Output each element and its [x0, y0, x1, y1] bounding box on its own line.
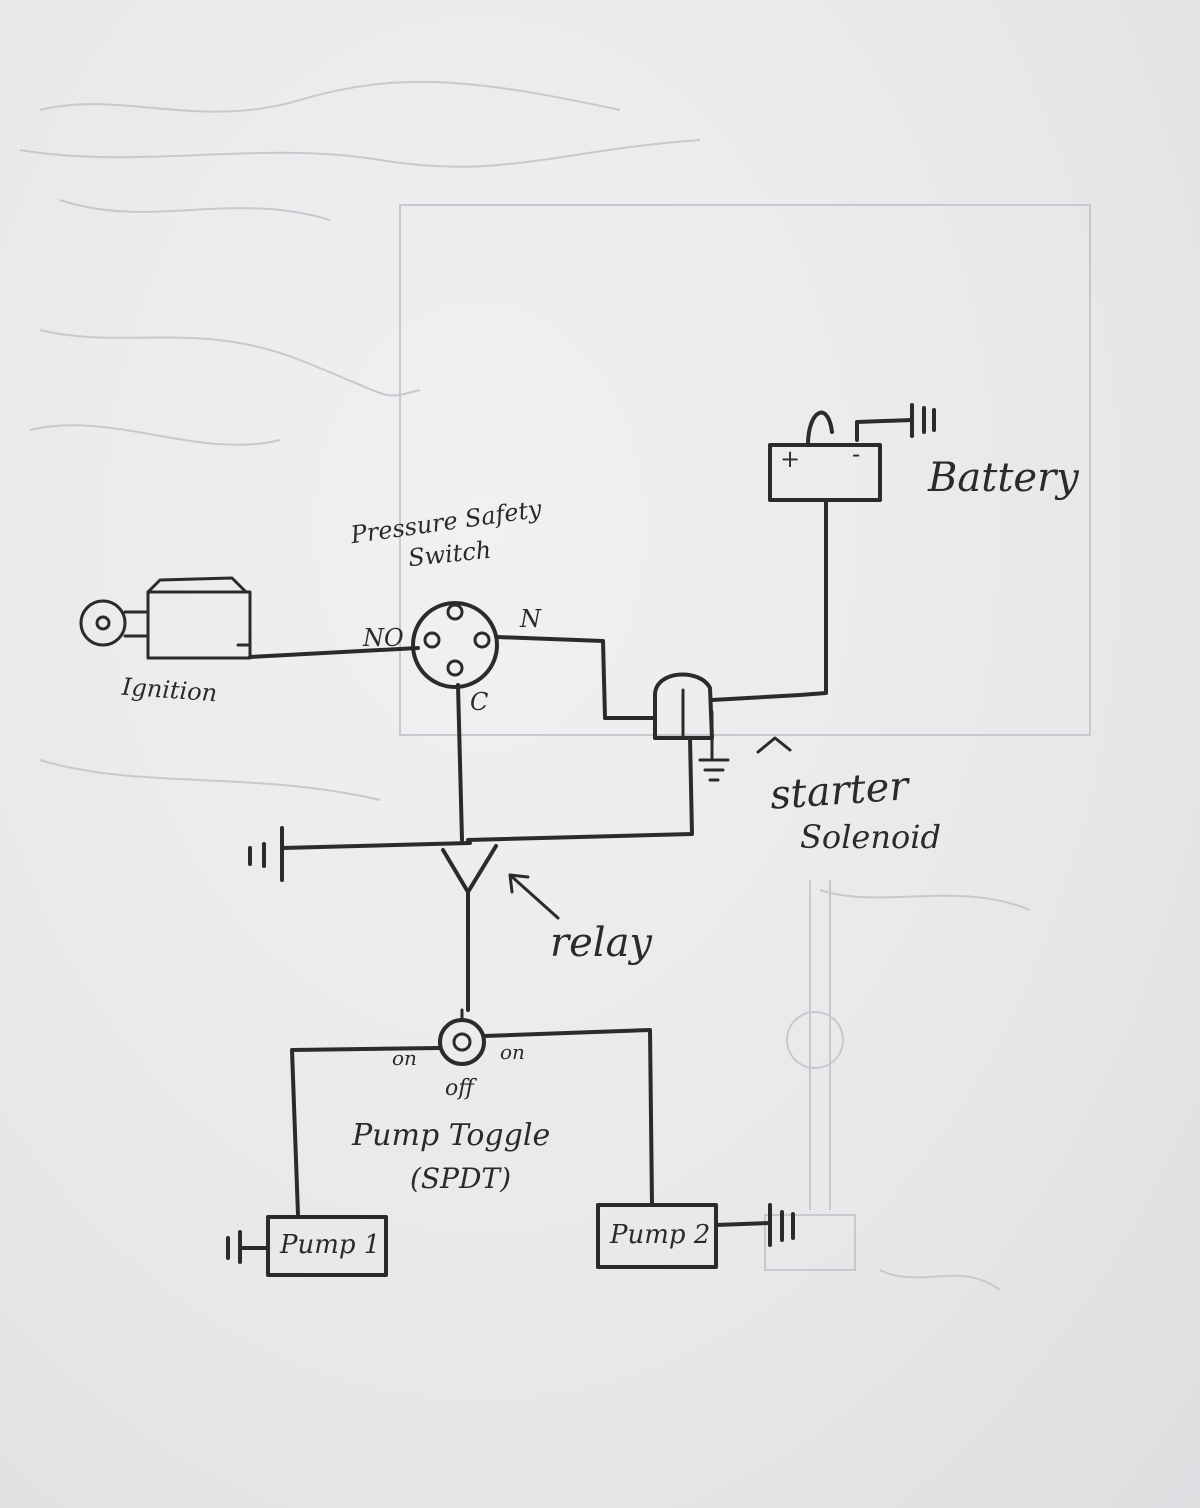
toggle-on-right-label: on: [500, 1040, 525, 1064]
starter-label: starter: [768, 763, 910, 819]
toggle-on-left-label: on: [392, 1046, 417, 1070]
relay-arrow: [508, 873, 560, 920]
starter-solenoid-icon: [653, 672, 792, 782]
pump2-box: [596, 1203, 718, 1269]
pump1-label: Pump 1: [280, 1230, 381, 1260]
no-terminal-label: NO: [363, 624, 404, 652]
pressure-switch-icon: [411, 601, 499, 689]
n-terminal-label: N: [520, 605, 541, 633]
solenoid-label: Solenoid: [800, 818, 941, 856]
pump2-label: Pump 2: [610, 1220, 711, 1250]
battery-icon: [768, 403, 936, 502]
battery-label: Battery: [928, 455, 1079, 501]
c-terminal-label: C: [470, 688, 489, 716]
pump-toggle-label: Pump Toggle: [352, 1118, 551, 1153]
pump-toggle-type-label: (SPDT): [410, 1162, 511, 1195]
battery-plus-label: +: [780, 445, 801, 473]
ignition-switch-icon: [79, 576, 252, 660]
relay-icon: [441, 844, 498, 1012]
toggle-off-label: off: [445, 1076, 474, 1101]
battery-minus-label: -: [852, 440, 861, 468]
pump-toggle-icon: [438, 1008, 486, 1066]
relay-label: relay: [550, 920, 653, 966]
